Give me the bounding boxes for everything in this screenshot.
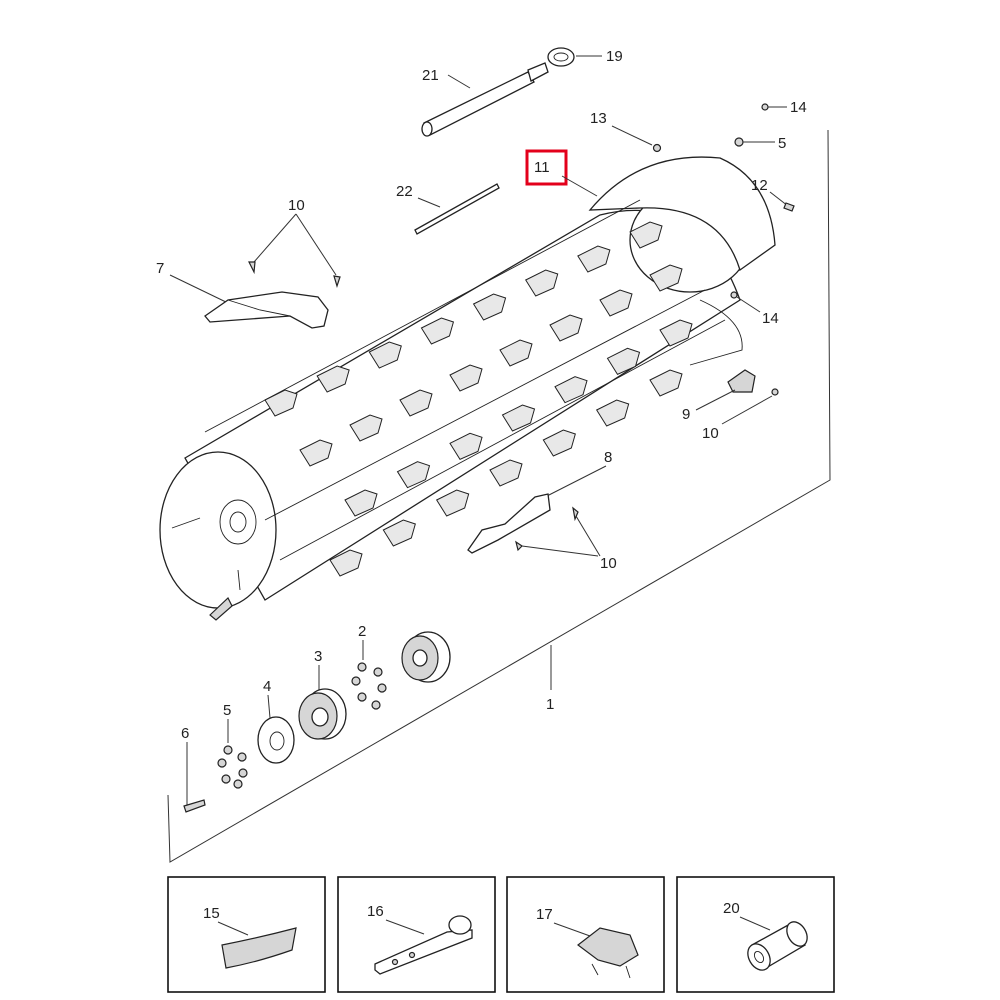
knife-tab bbox=[449, 364, 483, 392]
knife-tab bbox=[382, 519, 416, 547]
knife-tab bbox=[577, 245, 611, 273]
callout-21: 21 bbox=[422, 67, 439, 84]
nut-5-top: 5 bbox=[734, 135, 786, 152]
drive-disc bbox=[588, 156, 776, 272]
rotor-knives bbox=[264, 221, 693, 577]
detail-box-17: 17 bbox=[506, 876, 665, 993]
knife-tab bbox=[629, 221, 663, 249]
callout-11-highlight-box bbox=[525, 149, 568, 186]
knife-tab bbox=[649, 264, 683, 292]
knife-tab bbox=[599, 289, 633, 317]
knife-tab bbox=[489, 459, 523, 487]
knife-tab bbox=[396, 461, 431, 489]
callout-14-right: 14 bbox=[762, 310, 779, 327]
callout-12: 12 bbox=[751, 177, 768, 194]
bearing-disc bbox=[401, 631, 451, 683]
callout-4: 4 bbox=[263, 678, 271, 695]
bolt-14-top: 14 bbox=[761, 99, 807, 116]
knife-tab bbox=[264, 389, 298, 417]
rotor-drum bbox=[159, 156, 776, 621]
knife-tab bbox=[595, 399, 630, 427]
callout-9: 9 bbox=[682, 406, 690, 423]
callout-5-top: 5 bbox=[778, 135, 786, 152]
callout-17: 17 bbox=[536, 906, 553, 923]
bolt-6: 6 bbox=[181, 725, 206, 813]
bracket-9: 9 10 bbox=[682, 369, 779, 442]
seal-19: 19 bbox=[547, 47, 623, 67]
nuts-5-lower: 5 bbox=[217, 702, 248, 789]
callout-16: 16 bbox=[367, 903, 384, 920]
knife-tab bbox=[368, 341, 402, 369]
knife-tab bbox=[449, 432, 483, 460]
bolt-12: 12 bbox=[751, 177, 795, 212]
callout-1: 1 bbox=[546, 696, 554, 713]
detail-box-20: 20 bbox=[676, 876, 835, 993]
callout-3: 3 bbox=[314, 648, 322, 665]
detail-box-15: 15 bbox=[167, 876, 326, 993]
bolt-14-right: 14 bbox=[730, 291, 779, 327]
knife-tab bbox=[399, 389, 433, 417]
knife-tab bbox=[435, 489, 470, 517]
knife-tab bbox=[606, 347, 641, 375]
callout-15: 15 bbox=[203, 905, 220, 922]
knife-tab bbox=[524, 269, 559, 297]
knife-tab bbox=[554, 376, 588, 404]
knife-tab bbox=[499, 339, 533, 367]
assembly-frame bbox=[167, 129, 831, 863]
knife-tab bbox=[420, 317, 455, 345]
knife-tab bbox=[659, 319, 693, 347]
shield-8: 8 10 bbox=[467, 449, 617, 572]
knife-tab bbox=[329, 549, 363, 577]
callout-14-top: 14 bbox=[790, 99, 807, 116]
callout-10-lower: 10 bbox=[600, 555, 617, 572]
callout-13: 13 bbox=[590, 110, 607, 127]
callout-8: 8 bbox=[604, 449, 612, 466]
knife-tab bbox=[542, 429, 576, 457]
callout-22: 22 bbox=[396, 183, 413, 200]
callout-7: 7 bbox=[156, 260, 164, 277]
rod-22: 22 bbox=[396, 183, 500, 235]
shield-7: 10 7 bbox=[156, 197, 341, 329]
callout-11-group: 11 bbox=[525, 149, 598, 197]
knife-tab bbox=[501, 404, 536, 432]
hub-3: 3 bbox=[298, 648, 347, 740]
knife-tab bbox=[549, 314, 583, 342]
shaft-21: 21 bbox=[421, 62, 549, 137]
callout-10-right: 10 bbox=[702, 425, 719, 442]
flange-4: 4 bbox=[257, 678, 295, 764]
callout-6: 6 bbox=[181, 725, 189, 742]
nuts-2: 2 bbox=[351, 623, 387, 710]
callout-10-top: 10 bbox=[288, 197, 305, 214]
knife-tab bbox=[349, 414, 383, 442]
callout-5-lower: 5 bbox=[223, 702, 231, 719]
knife-tab bbox=[472, 293, 507, 321]
callout-2: 2 bbox=[358, 623, 366, 640]
callout-11: 11 bbox=[534, 159, 550, 176]
knife-tab bbox=[649, 369, 683, 397]
callout-19: 19 bbox=[606, 48, 623, 65]
callout-20: 20 bbox=[723, 900, 740, 917]
detail-box-16: 16 bbox=[337, 876, 496, 993]
knife-tab bbox=[299, 439, 333, 467]
knife-tab bbox=[316, 365, 350, 393]
knife-tab bbox=[344, 489, 378, 517]
bolt-13: 13 bbox=[590, 110, 662, 153]
